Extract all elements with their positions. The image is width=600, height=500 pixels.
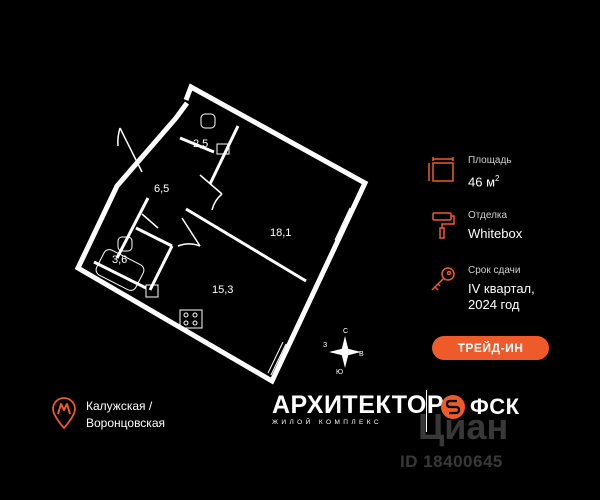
finish-value: Whitebox: [468, 226, 523, 241]
finish-label: Отделка: [468, 210, 508, 221]
bathtub-icon: [95, 249, 145, 291]
toilet-icon: [200, 113, 216, 129]
inner-walls: [93, 125, 307, 291]
deadline-value: IV квартал,2024 год: [468, 281, 535, 312]
outer-walls: [74, 83, 369, 385]
metro-name: Калужская / Воронцовская: [86, 399, 165, 430]
compass-west: З: [323, 342, 327, 349]
brand-logo: АРХИТЕКТОР ЖИЛОЙ КОМПЛЕКС: [272, 392, 444, 426]
trade-in-button[interactable]: ТРЕЙД-ИН: [432, 336, 549, 360]
brand-divider: [426, 390, 427, 432]
sink-icon: [216, 143, 230, 155]
metro-pin-icon: [52, 397, 76, 430]
cian-watermark: Циан: [418, 406, 509, 447]
room-area-room: 18,1: [270, 227, 291, 239]
stove-icon: [179, 309, 203, 329]
brand-subtitle: ЖИЛОЙ КОМПЛЕКС: [272, 419, 382, 426]
doors: [117, 127, 223, 247]
room-area-bathroom-small: 2,5: [193, 138, 208, 150]
windows: [267, 207, 354, 376]
brand-name: АРХИТЕКТОР: [272, 391, 445, 419]
compass-north: С: [343, 328, 348, 335]
area-value: 46 м2: [468, 174, 500, 190]
washer-icon: [145, 284, 159, 298]
area-icon: [428, 157, 454, 182]
developer-logo: ФСК: [440, 394, 520, 420]
compass-south: Ю: [336, 369, 343, 376]
compass-east: В: [359, 351, 364, 358]
room-area-hall: 6,5: [154, 183, 169, 195]
compass-icon: С В Ю З: [323, 328, 364, 376]
listing-id: ID 18400645: [400, 452, 503, 471]
key-icon: [431, 267, 455, 291]
paint-roller-icon: [432, 212, 455, 239]
area-label: Площадь: [468, 155, 512, 166]
deadline-label: Срок сдачи: [468, 265, 521, 276]
room-area-bathroom: 3,6: [112, 254, 127, 266]
room-area-kitchen: 15,3: [212, 284, 233, 296]
developer-name: ФСК: [470, 394, 520, 419]
toilet-icon: [117, 236, 133, 252]
fixtures: [95, 113, 230, 329]
fsk-logo-icon: [441, 395, 465, 419]
